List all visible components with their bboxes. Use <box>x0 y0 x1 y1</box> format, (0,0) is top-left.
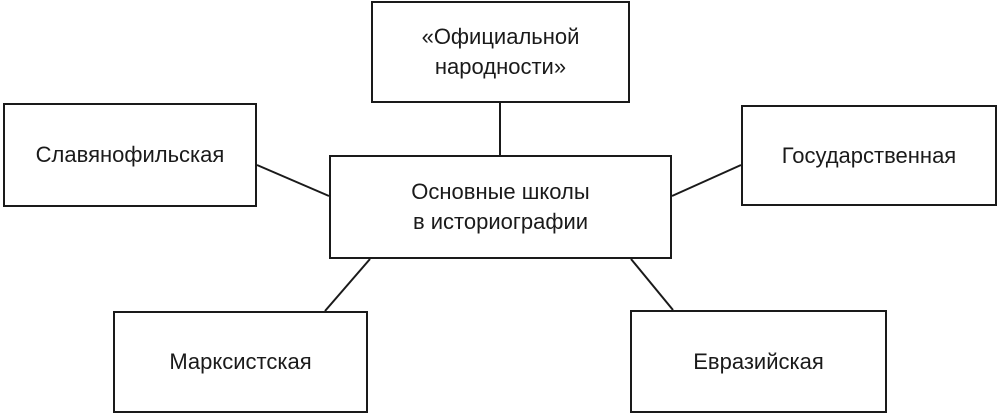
bottom-right-node: Евразийская <box>630 310 887 413</box>
left-node: Славянофильская <box>3 103 257 207</box>
connector-bottom-right <box>630 258 674 311</box>
left-node-label: Славянофильская <box>35 142 225 167</box>
connector-bottom-left <box>324 258 371 312</box>
top-node-line-2: народности» <box>434 54 567 79</box>
center-node-line-1: Основные школы <box>411 179 590 204</box>
center-node: Основные школы в историографии <box>329 155 672 259</box>
bottom-right-node-label: Евразийская <box>693 348 824 374</box>
top-node-line-1: «Официальной <box>421 24 580 49</box>
right-node-label: Государственная <box>781 142 957 168</box>
connector-left <box>256 164 330 197</box>
right-node: Государственная <box>741 105 997 206</box>
top-node: «Официальной народности» <box>371 1 630 103</box>
bottom-left-node-label: Марксистская <box>169 349 312 374</box>
bottom-left-node: Марксистская <box>113 311 368 413</box>
center-node-line-2: в историографии <box>412 209 589 234</box>
connector-right <box>671 164 742 197</box>
